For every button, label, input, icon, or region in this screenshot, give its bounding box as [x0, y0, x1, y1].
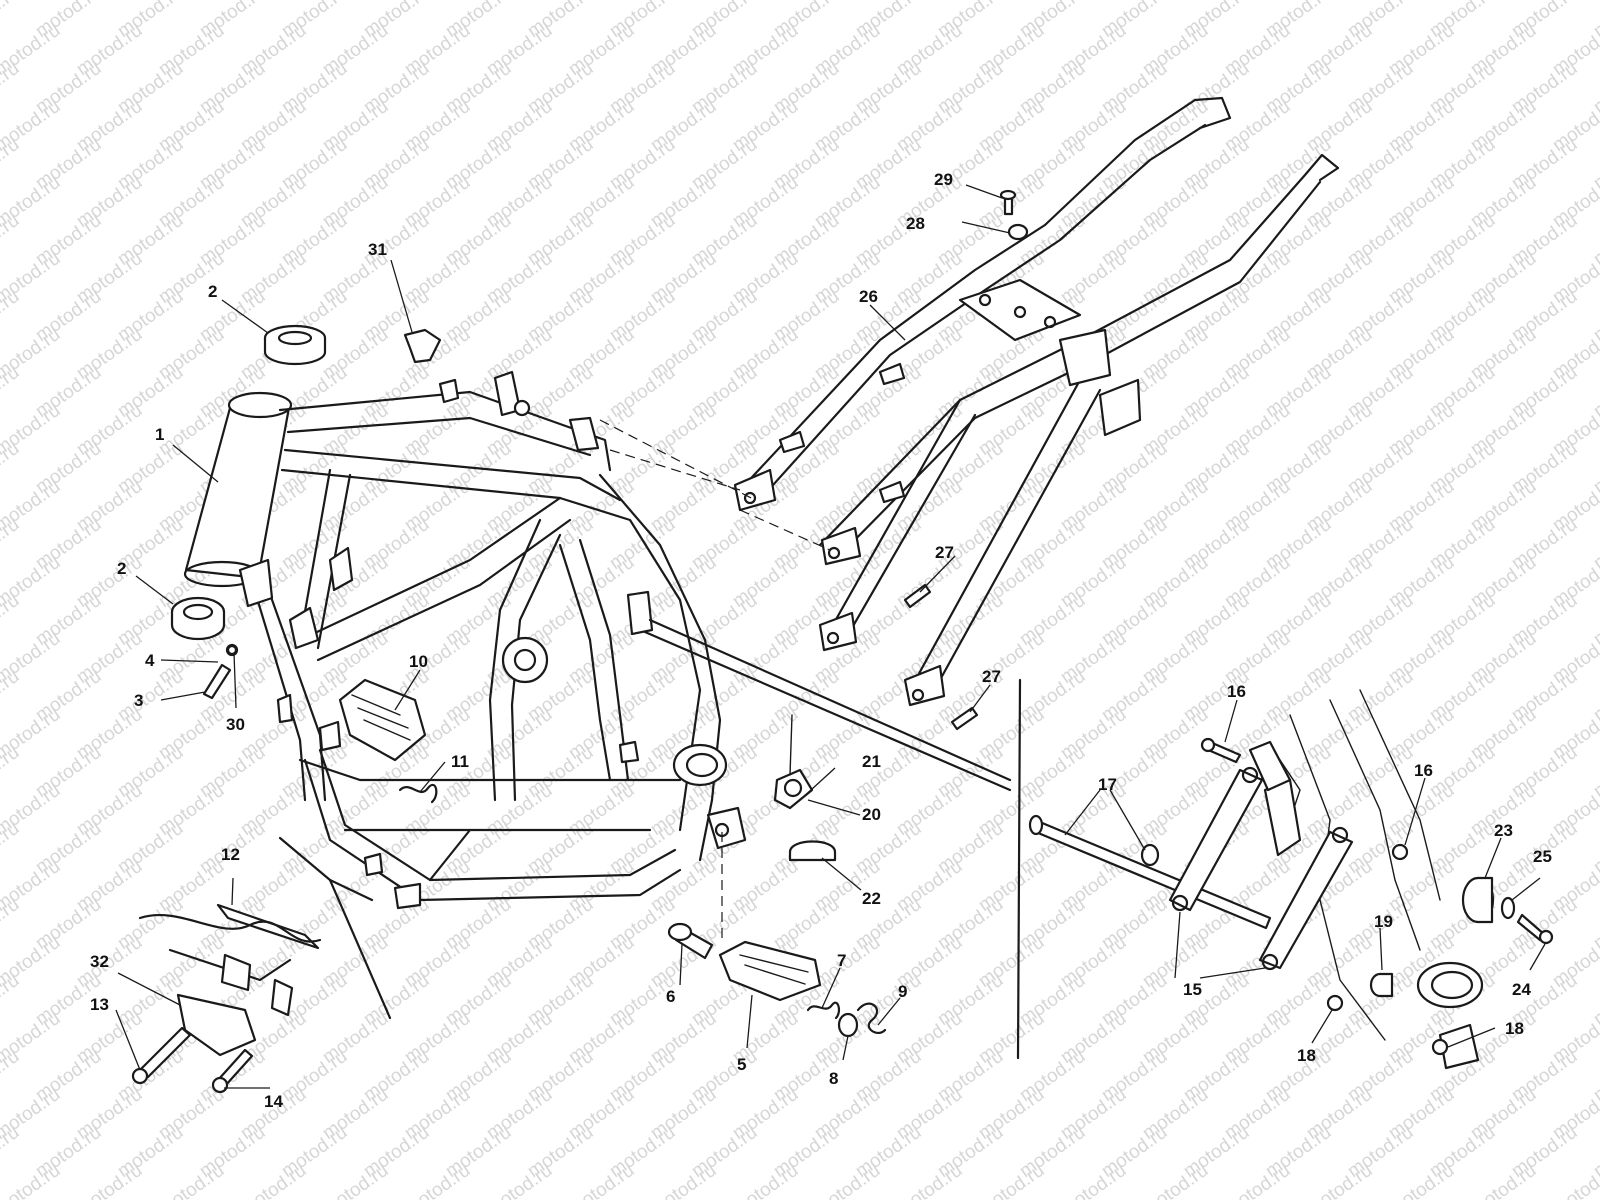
- watermark-text: motod.ru: [73, 1160, 146, 1200]
- watermark-text: motod.ru: [1467, 1160, 1540, 1200]
- callout-29: 29: [934, 170, 953, 189]
- watermark-text: motod.ru: [237, 1160, 310, 1200]
- callout-6: 6: [666, 987, 675, 1006]
- callout-8: 8: [829, 1069, 838, 1088]
- callout-21: 21: [862, 752, 881, 771]
- callout-27-lower: 27: [982, 667, 1001, 686]
- watermark-text: motod.ru: [0, 0, 23, 42]
- callout-10: 10: [409, 652, 428, 671]
- watermark-text: motod.ru: [1139, 1160, 1212, 1200]
- watermark-text: motod.ru: [729, 1160, 802, 1200]
- watermark-text: motod.ru: [811, 1160, 884, 1200]
- callout-18-right: 18: [1505, 1019, 1524, 1038]
- callout-11: 11: [451, 752, 469, 771]
- watermark-text: motod.ru: [1590, 0, 1600, 42]
- callout-3: 3: [134, 691, 143, 710]
- watermark-text: motod.ru: [401, 1160, 474, 1200]
- watermark-text: motod.ru: [975, 1160, 1048, 1200]
- callout-32: 32: [90, 952, 109, 971]
- watermark-text: motod.ru: [483, 1160, 556, 1200]
- watermark-text: motod.ru: [893, 1160, 966, 1200]
- callout-4: 4: [145, 651, 155, 670]
- callout-20: 20: [862, 805, 881, 824]
- watermark-text: motod.ru: [155, 1160, 228, 1200]
- watermark-text: motod.ru: [1221, 1160, 1294, 1200]
- callout-14: 14: [264, 1092, 283, 1111]
- callout-1: 1: [155, 425, 164, 444]
- callout-16-left: 16: [1227, 682, 1246, 701]
- callout-26: 26: [859, 287, 878, 306]
- callout-30: 30: [226, 715, 245, 734]
- watermark-text: motod.ru: [319, 1160, 392, 1200]
- callout-31: 31: [368, 240, 387, 259]
- callout-23: 23: [1494, 821, 1513, 840]
- callout-19: 19: [1374, 912, 1393, 931]
- callout-27-upper: 27: [935, 543, 954, 562]
- callout-17: 17: [1098, 775, 1117, 794]
- callout-2-top: 2: [208, 282, 217, 301]
- callout-12: 12: [221, 845, 240, 864]
- watermark-text: motod.ru: [647, 1160, 720, 1200]
- callout-16-right: 16: [1414, 761, 1433, 780]
- callout-28: 28: [906, 214, 925, 233]
- callout-15: 15: [1183, 980, 1202, 999]
- callout-18-left: 18: [1297, 1046, 1316, 1065]
- callout-24: 24: [1512, 980, 1531, 999]
- watermark-text: motod.ru: [1057, 1160, 1130, 1200]
- callout-22: 22: [862, 889, 881, 908]
- watermark-text: motod.ru: [1385, 1160, 1458, 1200]
- callout-25: 25: [1533, 847, 1552, 866]
- callout-5: 5: [737, 1055, 746, 1074]
- watermark-text: motod.ru: [565, 1160, 638, 1200]
- watermark-text: motod.ru: [1303, 1160, 1376, 1200]
- callout-13: 13: [90, 995, 109, 1014]
- callout-7: 7: [837, 951, 846, 970]
- callout-9: 9: [898, 982, 907, 1001]
- callout-2-lower: 2: [117, 559, 126, 578]
